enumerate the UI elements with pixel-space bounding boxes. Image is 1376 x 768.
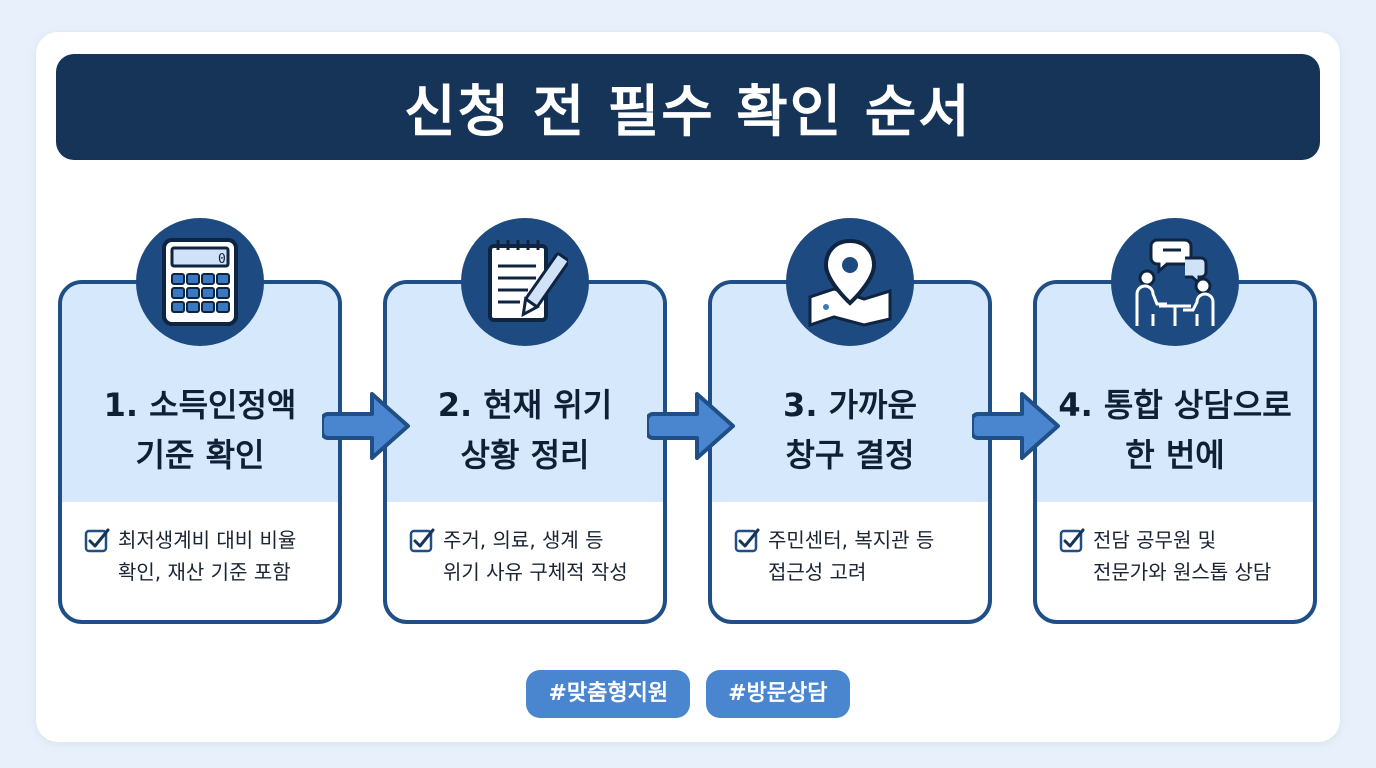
step-heading-line: 4. 통합 상담으로 (1058, 386, 1292, 424)
title-banner: 신청 전 필수 확인 순서 (56, 54, 1320, 160)
notepad-pencil-icon (461, 218, 589, 346)
arrow-right-icon (647, 392, 735, 460)
step-description-line: 접근성 고려 (768, 560, 867, 584)
step-description: 최저생계비 대비 비율 확인, 재산 기준 포함 (84, 524, 334, 588)
step-heading: 3. 가까운 창구 결정 (712, 380, 988, 480)
step-card-1: 1. 소득인정액 기준 확인 최저생계비 대비 비율 확인, 재산 기준 포함 (58, 280, 342, 624)
arrow-right-icon (972, 392, 1060, 460)
hashtag-row: #맞춤형지원 #방문상담 (0, 670, 1376, 718)
step-description-line: 전문가와 원스톱 상담 (1093, 560, 1272, 584)
step-heading: 2. 현재 위기 상황 정리 (387, 380, 663, 480)
step-description-line: 주거, 의료, 생계 등 (443, 528, 604, 552)
page-title: 신청 전 필수 확인 순서 (404, 79, 972, 145)
step-description: 주민센터, 복지관 등 접근성 고려 (734, 524, 984, 588)
step-heading-line: 기준 확인 (135, 436, 265, 474)
checkbox-check-icon (734, 528, 760, 553)
step-heading-line: 상황 정리 (460, 436, 590, 474)
step-heading-line: 창구 결정 (785, 436, 915, 474)
step-description-line: 주민센터, 복지관 등 (768, 528, 935, 552)
checkbox-check-icon (1059, 528, 1085, 553)
step-heading-line: 한 번에 (1125, 436, 1225, 474)
hashtag-badge: #맞춤형지원 (526, 670, 691, 718)
step-heading-line: 1. 소득인정액 (103, 386, 297, 424)
step-description-line: 전담 공무원 및 (1093, 528, 1217, 552)
step-description-line: 확인, 재산 기준 포함 (118, 560, 291, 584)
step-heading-line: 3. 가까운 (783, 386, 917, 424)
step-description-line: 위기 사유 구체적 작성 (443, 560, 628, 584)
step-description: 전담 공무원 및 전문가와 원스톱 상담 (1059, 524, 1309, 588)
step-description-line: 최저생계비 대비 비율 (118, 528, 297, 552)
svg-text:0: 0 (218, 252, 226, 267)
checkbox-check-icon (84, 528, 110, 553)
hashtag-badge: #방문상담 (706, 670, 850, 718)
calculator-icon: 0 (136, 218, 264, 346)
step-heading: 4. 통합 상담으로 한 번에 (1037, 380, 1313, 480)
consultation-icon (1111, 218, 1239, 346)
checkbox-check-icon (409, 528, 435, 553)
step-description: 주거, 의료, 생계 등 위기 사유 구체적 작성 (409, 524, 659, 588)
map-pin-icon (786, 218, 914, 346)
arrow-right-icon (322, 392, 410, 460)
step-heading: 1. 소득인정액 기준 확인 (62, 380, 338, 480)
step-heading-line: 2. 현재 위기 (437, 386, 613, 424)
